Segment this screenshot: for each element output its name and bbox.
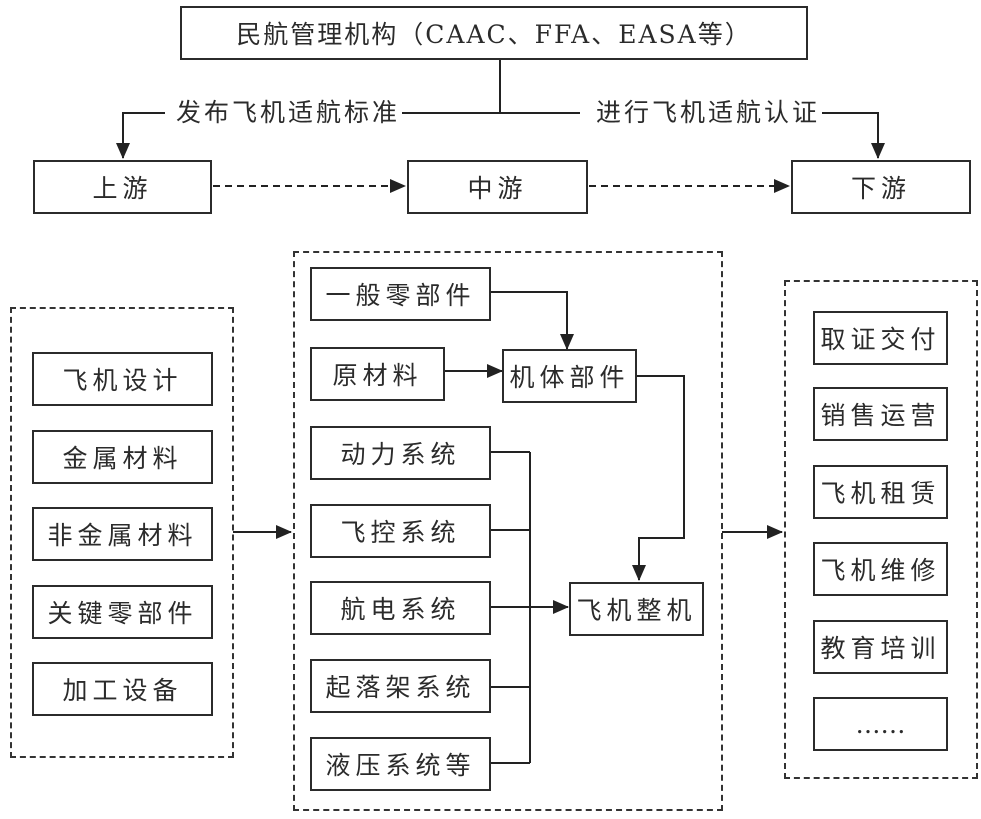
upstream-item-label: 关键零部件 [47, 599, 198, 628]
downstream-item: 教育培训 [813, 620, 948, 674]
downstream-stage-label: 下游 [850, 174, 911, 203]
downstream-item: 取证交付 [813, 311, 948, 365]
downstream-item-label: 教育培训 [820, 634, 941, 663]
upstream-item-label: 非金属材料 [47, 521, 198, 550]
midstream-group [293, 251, 723, 811]
downstream-item: 飞机维修 [813, 542, 948, 596]
final-assembly-label: 飞机整机 [576, 596, 697, 625]
upstream-item: 非金属材料 [32, 507, 213, 561]
upstream-item: 关键零部件 [32, 585, 213, 639]
upstream-item-label: 加工设备 [62, 676, 183, 705]
system-item: 液压系统等 [310, 737, 491, 791]
upstream-group [10, 307, 234, 758]
ellipsis-label: …… [855, 709, 906, 739]
system-item-label: 动力系统 [340, 440, 461, 469]
downstream-item-label: 飞机维修 [820, 556, 941, 585]
regulator-box: 民航管理机构（CAAC、FFA、EASA等） [180, 6, 808, 60]
midstream-stage-label: 中游 [467, 174, 528, 203]
airframe-label: 机体部件 [509, 363, 630, 392]
system-item-label: 起落架系统 [325, 673, 476, 702]
system-item: 航电系统 [310, 581, 491, 635]
upstream-stage-box: 上游 [33, 160, 212, 214]
system-item: 动力系统 [310, 426, 491, 480]
upstream-item-label: 金属材料 [62, 444, 183, 473]
downstream-item-ellipsis: …… [813, 697, 948, 751]
final-assembly-box: 飞机整机 [569, 582, 704, 636]
standard-arrow [116, 112, 165, 159]
downstream-group [784, 280, 978, 779]
system-item: 起落架系统 [310, 659, 491, 713]
upstream-item: 加工设备 [32, 662, 213, 716]
upstream-item-label: 飞机设计 [62, 366, 183, 395]
system-item-label: 航电系统 [340, 595, 461, 624]
upstream-item: 金属材料 [32, 430, 213, 484]
downstream-item: 飞机租赁 [813, 465, 948, 519]
raw-material-label: 原材料 [332, 361, 423, 390]
system-item: 飞控系统 [310, 504, 491, 558]
downstream-item-label: 飞机租赁 [820, 479, 941, 508]
raw-material-box: 原材料 [310, 347, 445, 401]
general-parts-label: 一般零部件 [325, 281, 476, 310]
airframe-box: 机体部件 [502, 349, 637, 403]
midstream-stage-box: 中游 [407, 160, 588, 214]
system-item-label: 飞控系统 [340, 518, 461, 547]
certification-label: 进行飞机适航认证 [596, 98, 821, 127]
upstream-item: 飞机设计 [32, 352, 213, 406]
downstream-item-label: 取证交付 [820, 325, 941, 354]
general-parts-box: 一般零部件 [310, 267, 491, 321]
downstream-stage-box: 下游 [791, 160, 971, 214]
regulator-label: 民航管理机构（CAAC、FFA、EASA等） [236, 20, 752, 49]
upstream-stage-label: 上游 [92, 174, 153, 203]
downstream-item: 销售运营 [813, 387, 948, 441]
certification-arrow [822, 112, 885, 159]
downstream-item-label: 销售运营 [820, 401, 941, 430]
publish-standard-label: 发布飞机适航标准 [176, 98, 401, 127]
system-item-label: 液压系统等 [325, 751, 476, 780]
